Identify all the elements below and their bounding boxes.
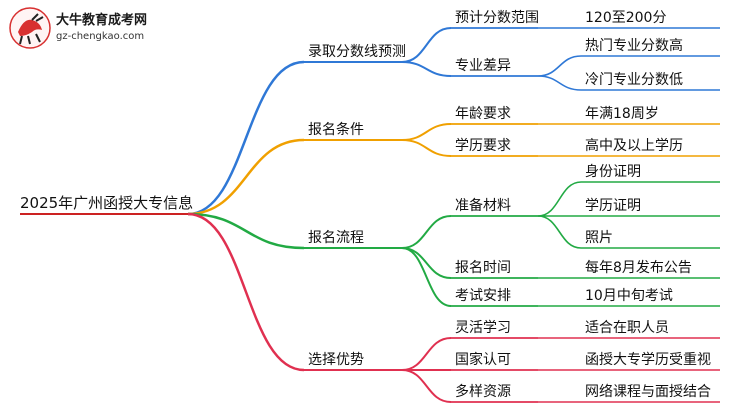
connector-line bbox=[401, 247, 452, 279]
connector-line bbox=[537, 75, 582, 91]
root-node: 2025年广州函授大专信息 bbox=[20, 194, 193, 212]
leaf-4-1-1: 适合在职人员 bbox=[585, 320, 669, 336]
connector-line bbox=[401, 61, 452, 77]
connector-line bbox=[187, 212, 305, 250]
leaf-1-2-2: 冷门专业分数低 bbox=[585, 72, 683, 88]
connector-line bbox=[401, 247, 452, 307]
branch-4: 选择优势 bbox=[308, 352, 364, 368]
subnode-4-2: 国家认可 bbox=[455, 351, 511, 368]
connector-line bbox=[401, 369, 452, 403]
leaf-1-2-1: 热门专业分数高 bbox=[585, 37, 683, 54]
connector-line bbox=[537, 181, 582, 217]
leaf-1-1-1: 120至200分 bbox=[585, 10, 666, 26]
leaf-3-1-1: 身份证明 bbox=[585, 164, 641, 180]
subnode-1-1: 预计分数范围 bbox=[455, 9, 539, 26]
leaf-3-2-1: 每年8月发布公告 bbox=[585, 260, 692, 276]
leaf-2-1-1: 年满18周岁 bbox=[585, 106, 659, 122]
subnode-4-3: 多样资源 bbox=[455, 383, 511, 400]
connector-line bbox=[187, 138, 305, 216]
leaf-3-3-1: 10月中旬考试 bbox=[585, 288, 673, 304]
branch-1: 录取分数线预测 bbox=[308, 44, 406, 60]
subnode-3-3: 考试安排 bbox=[455, 288, 511, 304]
subnode-3-2: 报名时间 bbox=[455, 260, 511, 276]
connector-line bbox=[401, 139, 452, 157]
subnode-2-1: 年龄要求 bbox=[455, 106, 511, 122]
site-logo[interactable]: 大牛教育成考网 gz-chengkao.com bbox=[8, 6, 198, 52]
leaf-4-3-1: 网络课程与面授结合 bbox=[585, 384, 711, 400]
subnode-4-1: 灵活学习 bbox=[455, 320, 511, 336]
connector-line bbox=[537, 215, 582, 249]
connector-line bbox=[401, 123, 452, 141]
connector-line bbox=[187, 212, 305, 372]
connector-line bbox=[401, 27, 452, 63]
connector-line bbox=[537, 55, 582, 77]
connector-line bbox=[401, 337, 452, 371]
subnode-1-2: 专业差异 bbox=[455, 58, 511, 74]
leaf-4-2-1: 函授大专学历受重视 bbox=[585, 352, 711, 368]
leaf-3-1-2: 学历证明 bbox=[585, 198, 641, 214]
logo-title: 大牛教育成考网 bbox=[56, 13, 148, 28]
branch-3: 报名流程 bbox=[308, 230, 364, 246]
branch-2: 报名条件 bbox=[308, 121, 364, 138]
leaf-3-1-3: 照片 bbox=[585, 230, 613, 246]
subnode-2-2: 学历要求 bbox=[455, 138, 511, 154]
subnode-3-1: 准备材料 bbox=[455, 197, 511, 214]
leaf-2-2-1: 高中及以上学历 bbox=[585, 137, 683, 154]
logo-url: gz-chengkao.com bbox=[56, 31, 145, 42]
connector-line bbox=[401, 215, 452, 249]
connector-line bbox=[187, 60, 305, 216]
running-bull-logo-icon bbox=[9, 7, 51, 49]
